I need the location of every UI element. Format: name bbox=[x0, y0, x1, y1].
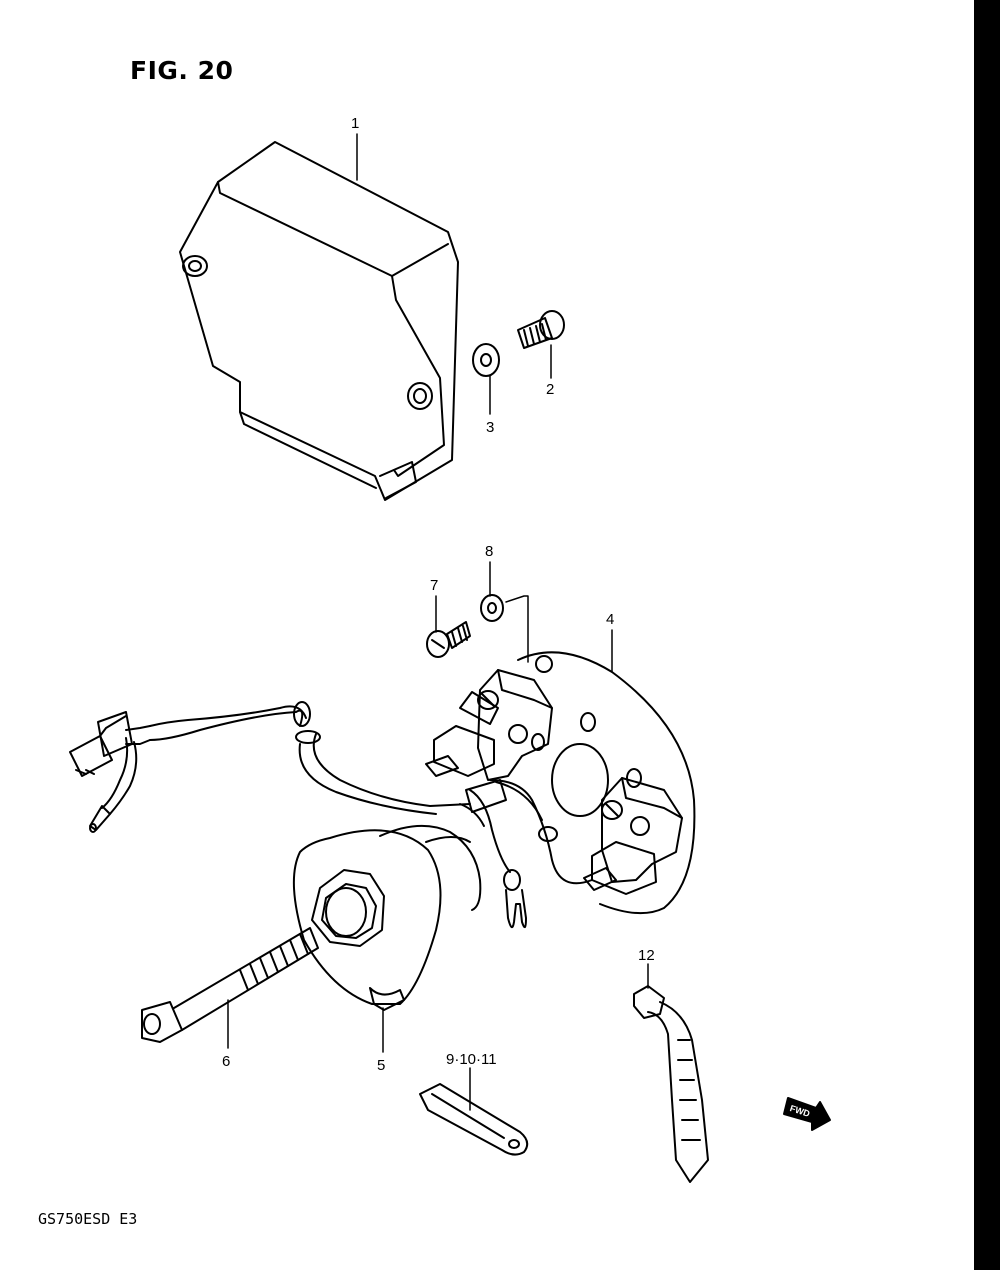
callout-4: 4 bbox=[606, 611, 614, 628]
leader-lines bbox=[227, 133, 649, 1111]
figure-title: FIG. 20 bbox=[130, 56, 234, 85]
wire-clamp bbox=[419, 1083, 529, 1156]
washer-part-8 bbox=[480, 594, 504, 622]
callout-8: 8 bbox=[485, 543, 493, 560]
callout-2: 2 bbox=[546, 381, 554, 398]
callout-12: 12 bbox=[638, 947, 655, 964]
pickup-coil-assembly bbox=[425, 651, 696, 929]
screw-part-2 bbox=[517, 310, 565, 349]
igniter-unit bbox=[179, 141, 459, 501]
callout-6: 6 bbox=[222, 1053, 230, 1070]
wire-harness bbox=[69, 701, 471, 833]
bolt-part-6 bbox=[141, 927, 319, 1043]
page-edge-bar bbox=[974, 0, 1000, 1270]
callout-7: 7 bbox=[430, 577, 438, 594]
callout-3: 3 bbox=[486, 419, 494, 436]
cable-tie bbox=[633, 985, 709, 1183]
callout-5: 5 bbox=[377, 1057, 385, 1074]
screw-part-7 bbox=[426, 621, 471, 658]
callout-9-10-11: 9·10·11 bbox=[446, 1051, 497, 1068]
model-code: GS750ESD E3 bbox=[38, 1210, 138, 1228]
callout-1: 1 bbox=[351, 115, 359, 132]
signal-rotor bbox=[292, 824, 482, 1011]
fwd-arrow-icon bbox=[783, 1097, 831, 1131]
washer-part-3 bbox=[472, 343, 500, 377]
